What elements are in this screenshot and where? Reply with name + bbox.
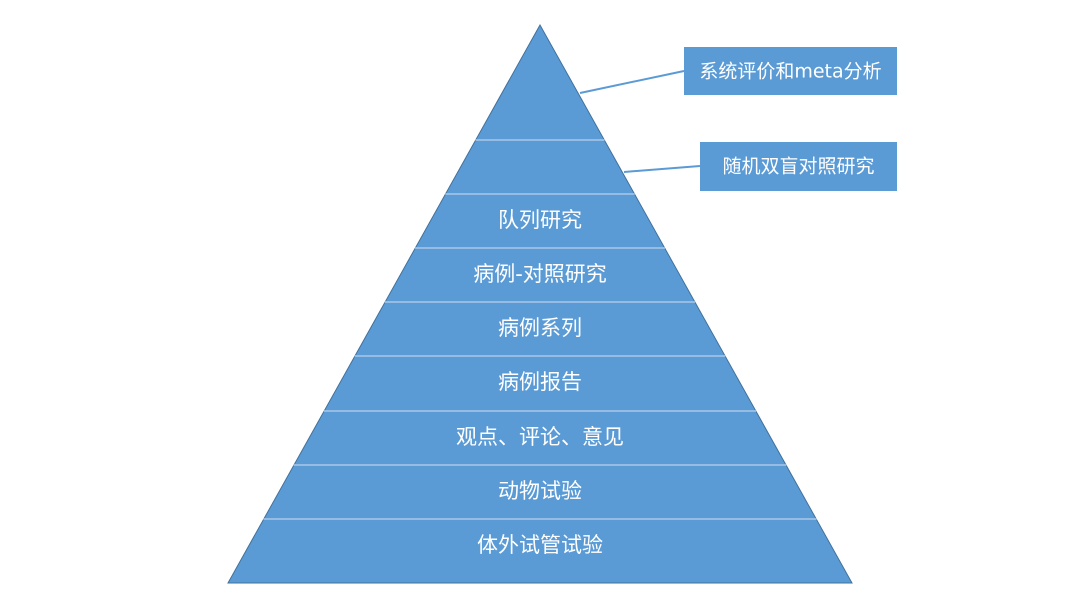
pyramid-dividers xyxy=(263,139,817,520)
pyramid-triangle xyxy=(227,23,853,584)
callout-meta-analysis: 系统评价和meta分析 xyxy=(579,47,897,95)
level-label-in-vitro: 体外试管试验 xyxy=(477,533,603,557)
level-label-case-series: 病例系列 xyxy=(498,316,582,340)
level-label-case-report: 病例报告 xyxy=(498,370,582,394)
callout-box xyxy=(684,47,897,95)
callout-meta-analysis-text: 系统评价和meta分析 xyxy=(699,61,881,83)
callout-leader-line xyxy=(579,70,685,94)
level-label-animal: 动物试验 xyxy=(498,479,582,503)
callout-box xyxy=(700,142,897,191)
level-label-cohort: 队列研究 xyxy=(498,208,582,232)
callout-leader-line xyxy=(623,165,701,173)
callout-rct-text: 随机双盲对照研究 xyxy=(722,156,874,178)
pyramid-labels: 队列研究 病例-对照研究 病例系列 病例报告 观点、评论、意见 动物试验 体外试… xyxy=(456,208,624,557)
callout-rct: 随机双盲对照研究 xyxy=(623,142,897,191)
level-label-opinion: 观点、评论、意见 xyxy=(456,425,624,449)
level-label-case-control: 病例-对照研究 xyxy=(473,262,607,286)
